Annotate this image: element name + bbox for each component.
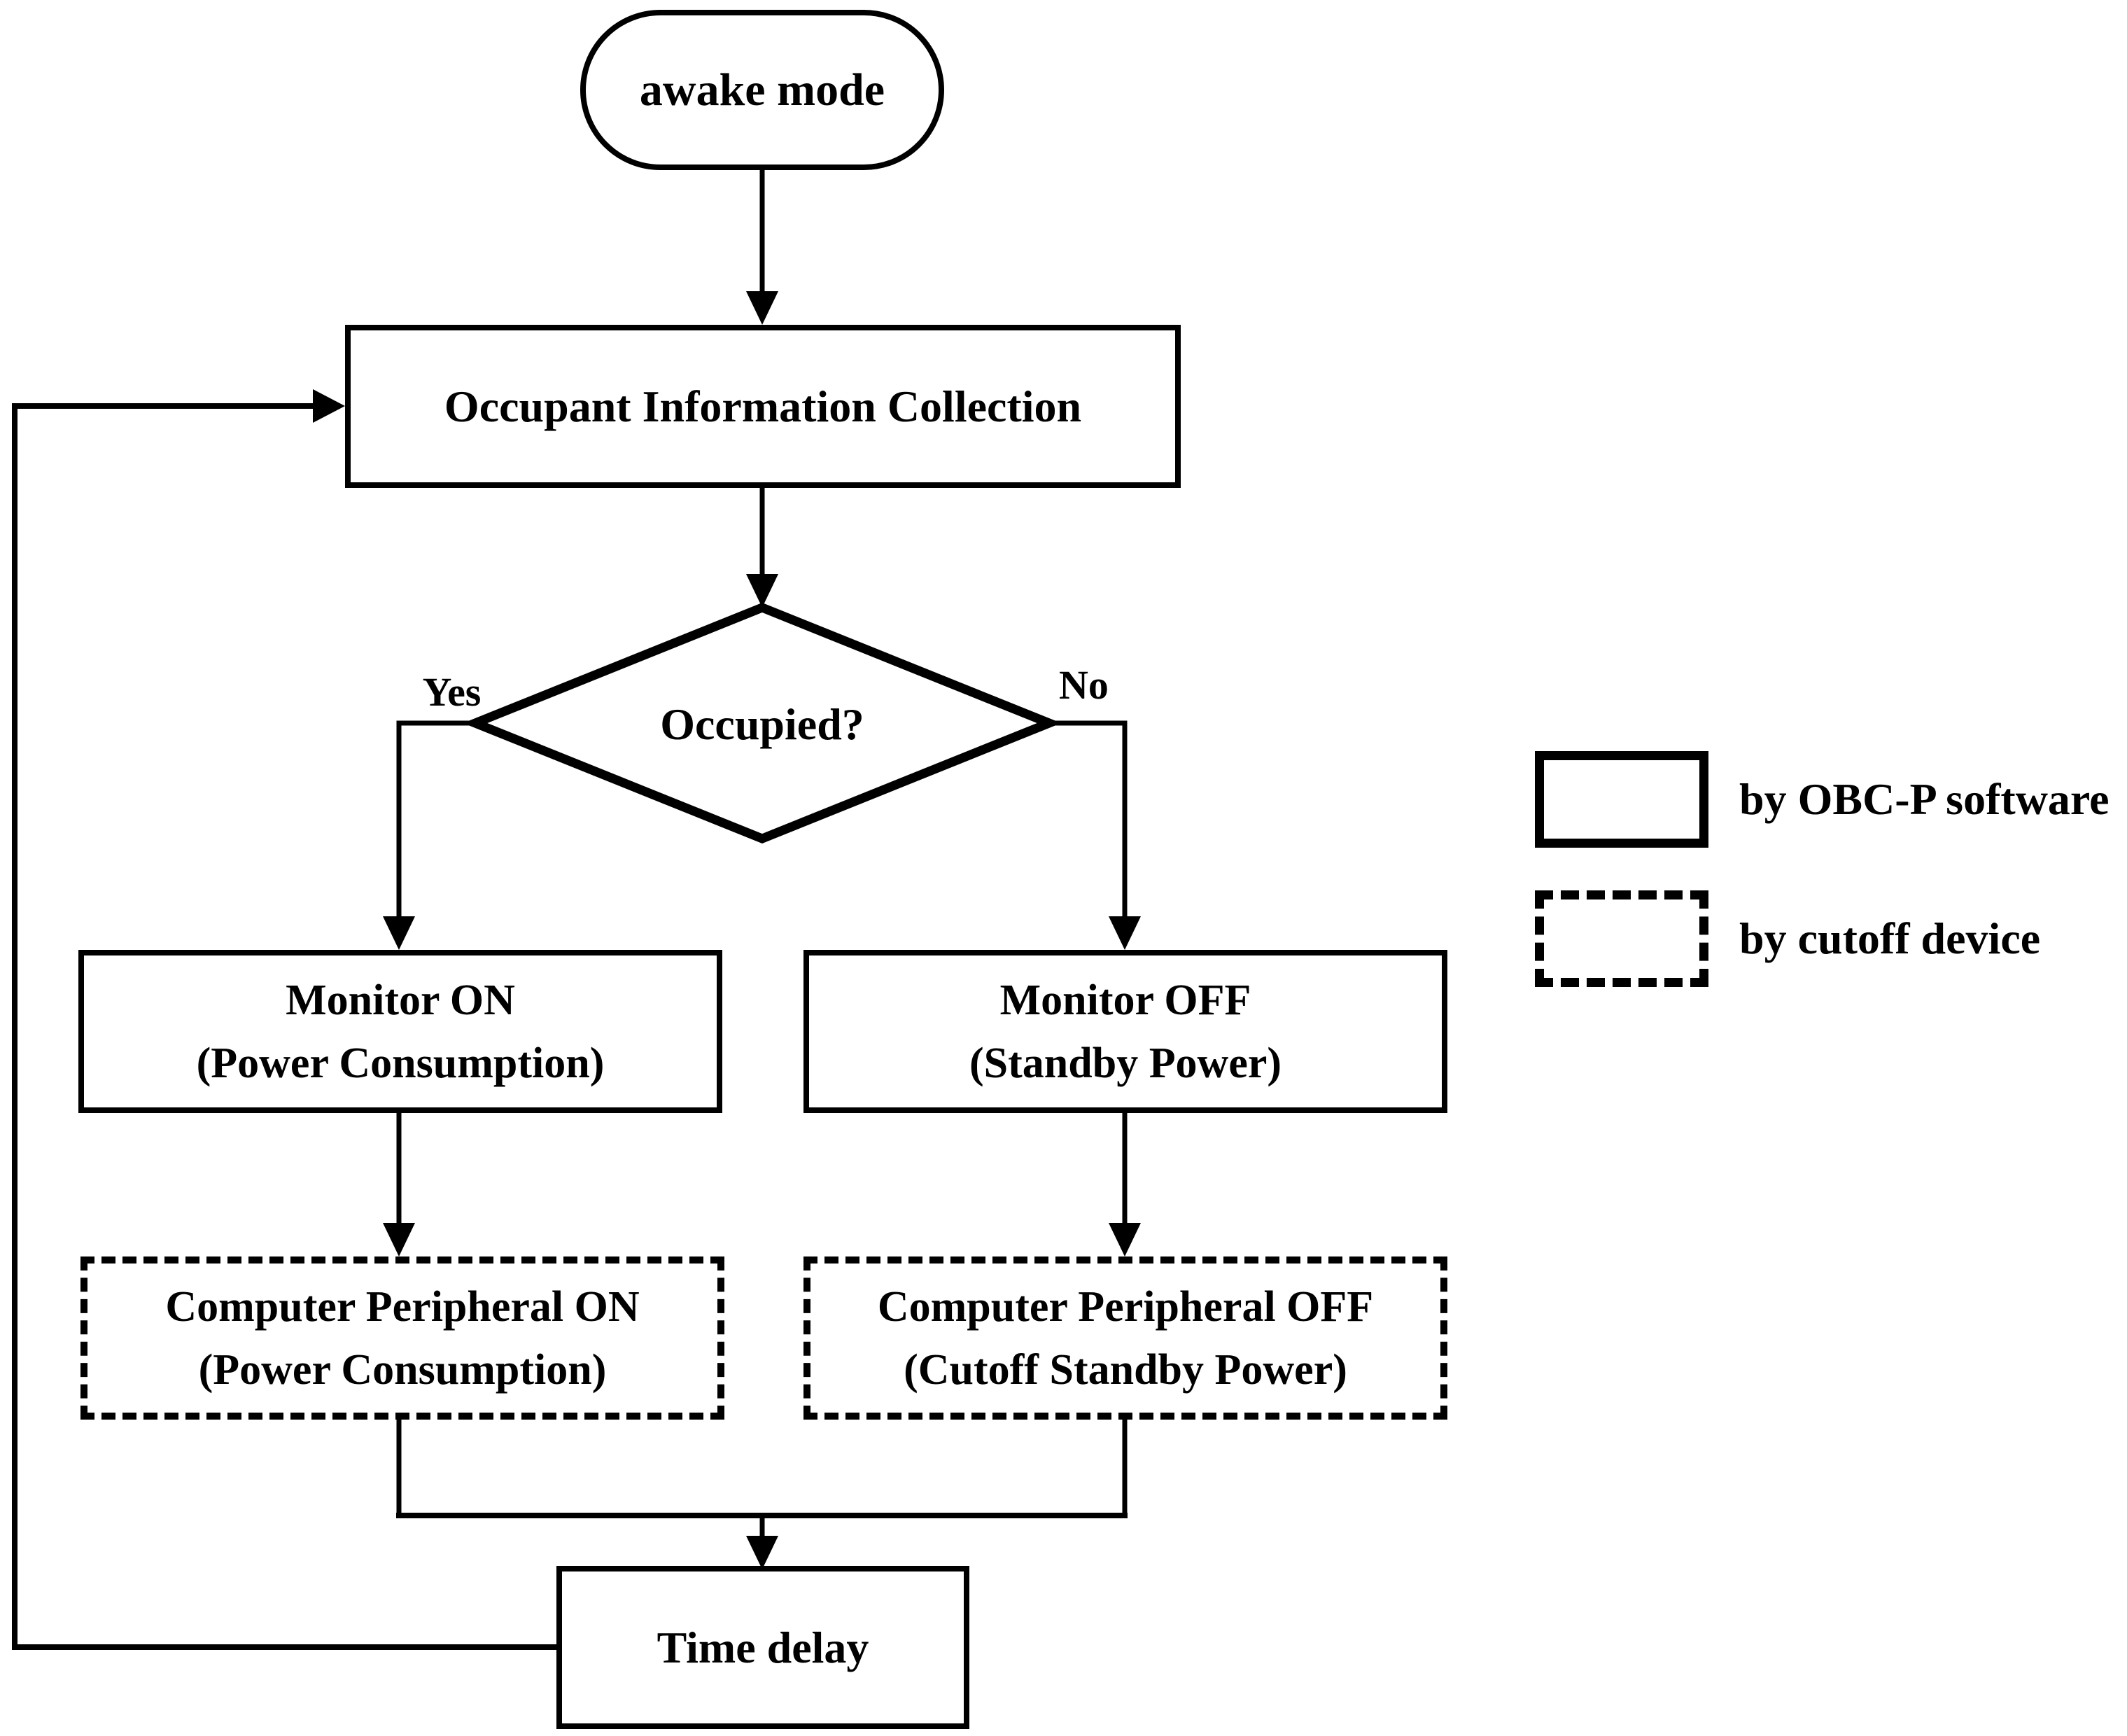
node-awake-mode: awake mode <box>580 10 944 170</box>
arrowhead-into-monitor-on <box>383 916 415 950</box>
legend-solid-swatch <box>1535 751 1708 848</box>
node-monitor-on: Monitor ON (Power Consumption) <box>78 950 722 1113</box>
node-awake-mode-label: awake mode <box>639 64 885 115</box>
arrowhead-into-monitor-off <box>1109 916 1141 950</box>
node-time-delay: Time delay <box>556 1566 969 1729</box>
connector-loop-back <box>12 403 556 1650</box>
decision-label-text: Occupied? <box>660 699 864 749</box>
node-computer-peripheral-on: Computer Peripheral ON (Power Consumptio… <box>80 1256 724 1420</box>
node-collect-label: Occupant Information Collection <box>444 381 1082 431</box>
node-monitor-on-line2: (Power Consumption) <box>196 1039 605 1087</box>
node-monitor-off: Monitor OFF (Standby Power) <box>803 950 1447 1113</box>
decision-diamond-shape <box>463 602 1062 844</box>
node-peripheral-on-line1: Computer Peripheral ON <box>165 1282 640 1331</box>
arrowhead-into-collect <box>746 291 778 325</box>
legend-dashed-swatch <box>1535 890 1708 987</box>
decision-label: Occupied? <box>587 693 937 756</box>
arrowhead-into-time-delay <box>746 1536 778 1569</box>
arrowhead-into-decision <box>746 574 778 608</box>
node-monitor-on-line1: Monitor ON <box>286 976 515 1024</box>
node-monitor-off-line1: Monitor OFF <box>999 976 1251 1024</box>
node-peripheral-on-line2: (Power Consumption) <box>198 1345 607 1394</box>
node-occupant-information-collection: Occupant Information Collection <box>345 325 1181 488</box>
connector-yes-branch <box>396 720 475 918</box>
node-time-delay-label: Time delay <box>657 1622 869 1672</box>
node-computer-peripheral-off: Computer Peripheral OFF (Cutoff Standby … <box>803 1256 1447 1420</box>
branch-label-yes: Yes <box>391 666 513 717</box>
branch-label-no: No <box>1023 659 1145 710</box>
legend-solid-label: by OBC-P software <box>1739 751 2110 848</box>
legend-solid-label-text: by OBC-P software <box>1739 774 2110 824</box>
connector-no-branch <box>1049 720 1128 918</box>
no-label-text: No <box>1059 662 1109 708</box>
arrowhead-loop-into-collect <box>313 389 345 423</box>
node-monitor-off-line2: (Standby Power) <box>969 1039 1282 1087</box>
legend-dashed-label: by cutoff device <box>1739 890 2040 987</box>
legend-dashed-label-text: by cutoff device <box>1739 913 2041 963</box>
arrowhead-into-peripheral-off <box>1109 1223 1141 1256</box>
node-peripheral-off-line1: Computer Peripheral OFF <box>877 1282 1374 1331</box>
node-peripheral-off-line2: (Cutoff Standby Power) <box>904 1345 1347 1394</box>
yes-label-text: Yes <box>422 668 482 715</box>
arrowhead-into-peripheral-on <box>383 1223 415 1256</box>
